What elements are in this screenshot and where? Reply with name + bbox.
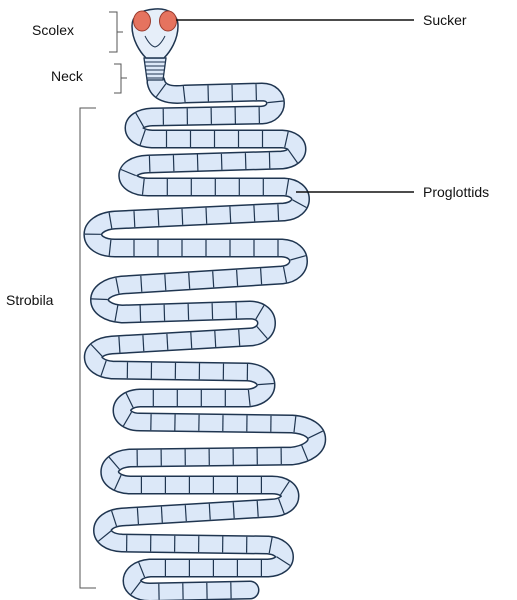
strobila-label: Strobila	[6, 292, 53, 308]
scolex	[132, 9, 178, 58]
neck-label: Neck	[51, 68, 83, 84]
proglottid-divider	[230, 207, 231, 223]
scolex-label: Scolex	[32, 22, 74, 38]
sucker-right	[160, 11, 177, 31]
proglottid-divider	[173, 155, 174, 171]
proglottid-divider	[182, 209, 183, 225]
proglottid-divider	[140, 305, 141, 321]
neck	[144, 58, 166, 80]
proglottid-divider	[134, 211, 135, 227]
proglottid-divider	[236, 302, 237, 318]
proglottid-divider	[197, 155, 198, 171]
proglottid-divider	[158, 210, 159, 226]
sucker-label: Sucker	[423, 12, 467, 28]
sucker-left	[134, 11, 151, 31]
proglottid-divider	[278, 204, 279, 220]
proglottids-label: Proglottids	[423, 184, 489, 200]
tapeworm-body	[93, 82, 317, 592]
proglottid-divider	[92, 299, 108, 300]
neck-bracket	[114, 64, 127, 93]
proglottid-divider	[149, 156, 150, 172]
proglottid-divider	[221, 154, 222, 170]
proglottid-divider	[164, 305, 165, 321]
proglottid-divider	[245, 153, 246, 169]
proglottid-divider	[206, 208, 207, 224]
proglottid-divider	[188, 304, 189, 320]
proglottid-divider	[254, 205, 255, 221]
proglottid-divider	[212, 303, 213, 319]
scolex-bracket	[109, 12, 123, 52]
